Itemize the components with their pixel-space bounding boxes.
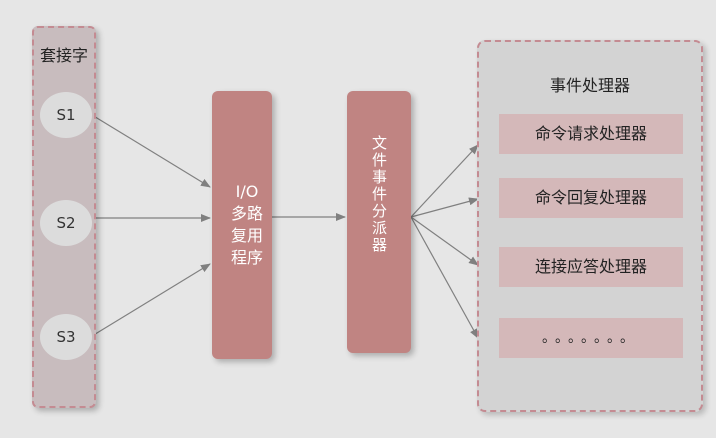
handler-connection-accept: 连接应答处理器 xyxy=(499,247,683,287)
arrow-dispatcher-to-handler-3 xyxy=(410,216,479,266)
arrow-dispatcher-to-handler-4 xyxy=(410,216,479,339)
io-multiplexer-label: I/O 多路 复用 程序 xyxy=(230,182,263,267)
event-handler-panel: 事件处理器 命令请求处理器 命令回复处理器 连接应答处理器 。。。。。。。 xyxy=(477,40,703,412)
handler-command-request: 命令请求处理器 xyxy=(499,114,683,154)
io-multiplexer-box: I/O 多路 复用 程序 xyxy=(212,91,272,359)
socket-node-s3: S3 xyxy=(40,314,92,360)
handler-command-reply: 命令回复处理器 xyxy=(499,178,683,218)
socket-panel-title: 套接字 xyxy=(39,46,88,65)
arrow-s3-to-io xyxy=(91,263,211,337)
event-handler-panel-title: 事件处理器 xyxy=(549,76,630,95)
arrow-s1-to-io xyxy=(91,114,211,188)
arrow-dispatcher-to-handler-1 xyxy=(410,144,479,218)
file-event-dispatcher-box: 文件事件分派器 xyxy=(347,91,411,353)
socket-node-s1: S1 xyxy=(40,92,92,138)
socket-panel: 套接字 S1 S2 S3 xyxy=(32,26,96,408)
arrow-dispatcher-to-handler-2 xyxy=(410,197,479,218)
socket-node-s2: S2 xyxy=(40,200,92,246)
file-event-dispatcher-label: 文件事件分派器 xyxy=(370,135,388,254)
handler-more-ellipsis: 。。。。。。。 xyxy=(499,318,683,358)
